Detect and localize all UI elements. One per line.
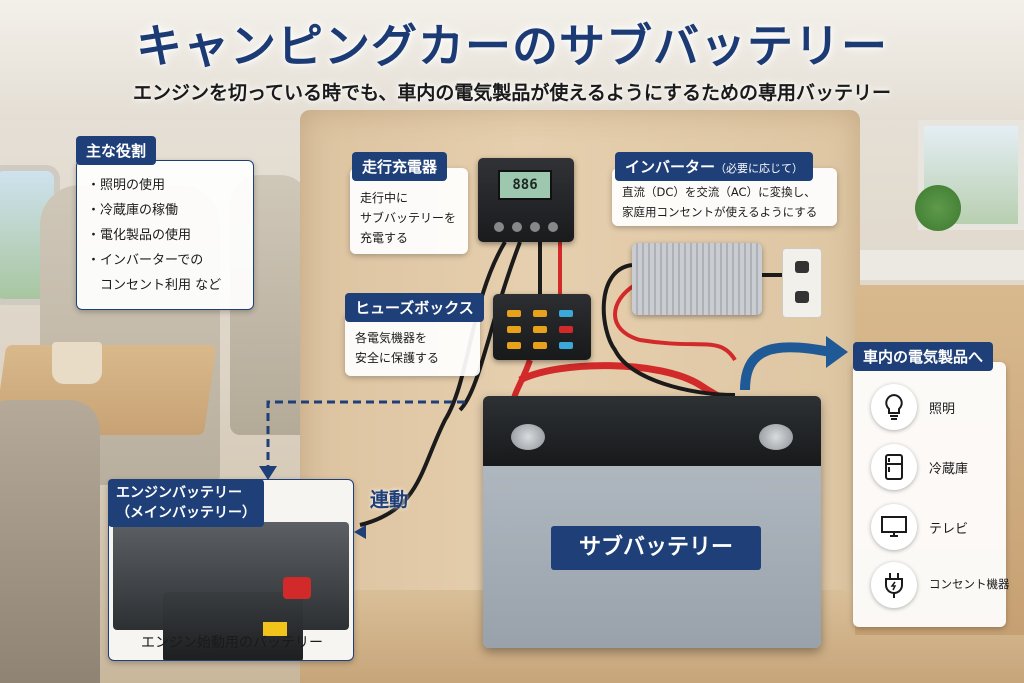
charger-line: 走行中に xyxy=(360,191,409,205)
engine-battery-heading: エンジンバッテリー （メインバッテリー） xyxy=(108,479,264,527)
charger-description: 走行中に サブバッテリーを 充電する xyxy=(360,188,456,248)
link-dashed-arrow xyxy=(259,466,277,480)
inverter-line: 直流（DC）を交流（AC）に変換し、 xyxy=(622,185,816,199)
appliance-item: コンセント機器 xyxy=(871,562,1010,608)
fuse-heading: ヒューズボックス xyxy=(345,293,484,322)
battery-terminal-negative xyxy=(511,424,545,450)
charger-knob xyxy=(512,222,522,232)
coffee-mug xyxy=(52,342,102,384)
charger-knob xyxy=(530,222,540,232)
fuse xyxy=(507,342,521,349)
engine-battery-caption: エンジン始動用のバッテリー xyxy=(141,635,323,651)
fuse-box-device xyxy=(493,294,591,360)
role-item: ・照明の使用 xyxy=(87,178,166,193)
inverter-heading: インバーター（必要に応じて） xyxy=(615,152,814,181)
sink-counter xyxy=(860,250,1024,280)
engine-heading-line1: エンジンバッテリー xyxy=(116,485,242,501)
charger-display: 886 xyxy=(498,170,552,200)
engine-heading-line2: （メインバッテリー） xyxy=(116,505,256,521)
fuse-line: 各電気機器を xyxy=(355,331,428,345)
fuse xyxy=(533,326,547,333)
role-item: ・インバーターでの xyxy=(87,253,204,268)
outlet-socket xyxy=(795,291,809,303)
fridge-icon xyxy=(871,444,917,490)
fuse xyxy=(559,342,573,349)
inverter-device xyxy=(632,243,762,315)
fuse-description: 各電気機器を 安全に保護する xyxy=(355,328,439,368)
fuse-panel: 各電気機器を 安全に保護する xyxy=(345,312,480,376)
fuse xyxy=(533,342,547,349)
charger-knob xyxy=(548,222,558,232)
battery-lid xyxy=(483,396,821,466)
roles-panel: ・照明の使用 ・冷蔵庫の稼働 ・電化製品の使用 ・インバーターでの コンセント利… xyxy=(76,160,254,310)
camper-ceiling xyxy=(0,0,1024,120)
sub-battery-device: サブバッテリー xyxy=(483,396,821,648)
potted-plant xyxy=(915,185,961,231)
fuse xyxy=(559,310,573,317)
page-subtitle: エンジンを切っている時でも、車内の電気製品が使えるようにするための専用バッテリー xyxy=(132,82,892,104)
fuse xyxy=(533,310,547,317)
roles-list: ・照明の使用 ・冷蔵庫の稼働 ・電化製品の使用 ・インバーターでの コンセント利… xyxy=(87,173,221,298)
charger-heading: 走行充電器 xyxy=(352,152,448,181)
appliance-item: テレビ xyxy=(871,504,1006,550)
charger-knob xyxy=(494,222,504,232)
appliance-label: テレビ xyxy=(929,522,969,537)
appliances-panel: 照明 冷蔵庫 テレビ コンセント機器 xyxy=(853,362,1010,627)
sub-battery-label: サブバッテリー xyxy=(551,526,761,570)
page-title: キャンピングカーのサブバッテリー xyxy=(136,19,888,73)
role-item: ・電化製品の使用 xyxy=(87,228,192,243)
appliance-label: 冷蔵庫 xyxy=(929,462,969,477)
lightbulb-icon xyxy=(871,384,917,430)
link-label: 連動 xyxy=(370,489,409,511)
engine-bay-photo xyxy=(113,522,349,660)
fuse-line: 安全に保護する xyxy=(355,351,440,365)
charger-line: 充電する xyxy=(360,231,409,245)
inverter-heading-text: インバーター xyxy=(625,158,716,176)
appliances-heading: 車内の電気製品へ xyxy=(853,342,994,371)
inverter-description: 直流（DC）を交流（AC）に変換し、 家庭用コンセントが使えるようにする xyxy=(622,182,817,222)
wall-outlet xyxy=(782,248,822,318)
role-item: ・冷蔵庫の稼働 xyxy=(87,203,179,218)
charger-line: サブバッテリーを xyxy=(360,211,457,225)
appliance-item: 照明 xyxy=(871,384,1006,430)
appliance-label: コンセント機器 xyxy=(929,577,1010,591)
tv-icon xyxy=(871,504,917,550)
warning-sticker xyxy=(263,622,287,636)
appliance-label: 照明 xyxy=(929,402,956,417)
role-item: コンセント利用 など xyxy=(87,278,222,293)
front-chair xyxy=(0,400,100,683)
kitchen-window xyxy=(918,120,1024,230)
inverter-heading-note: （必要に応じて） xyxy=(715,162,804,175)
appliance-item: 冷蔵庫 xyxy=(871,444,1006,490)
inverter-line: 家庭用コンセントが使えるようにする xyxy=(622,205,818,219)
battery-terminal-positive xyxy=(759,424,793,450)
fuse xyxy=(507,326,521,333)
fuse xyxy=(559,326,573,333)
dc-charger-device: 886 xyxy=(478,158,574,242)
roles-heading: 主な役割 xyxy=(76,136,157,165)
fuse xyxy=(507,310,521,317)
engine-battery-terminal xyxy=(283,577,311,599)
charger-panel: 走行中に サブバッテリーを 充電する xyxy=(350,168,468,254)
plug-icon xyxy=(871,562,917,608)
outlet-socket xyxy=(795,261,809,273)
